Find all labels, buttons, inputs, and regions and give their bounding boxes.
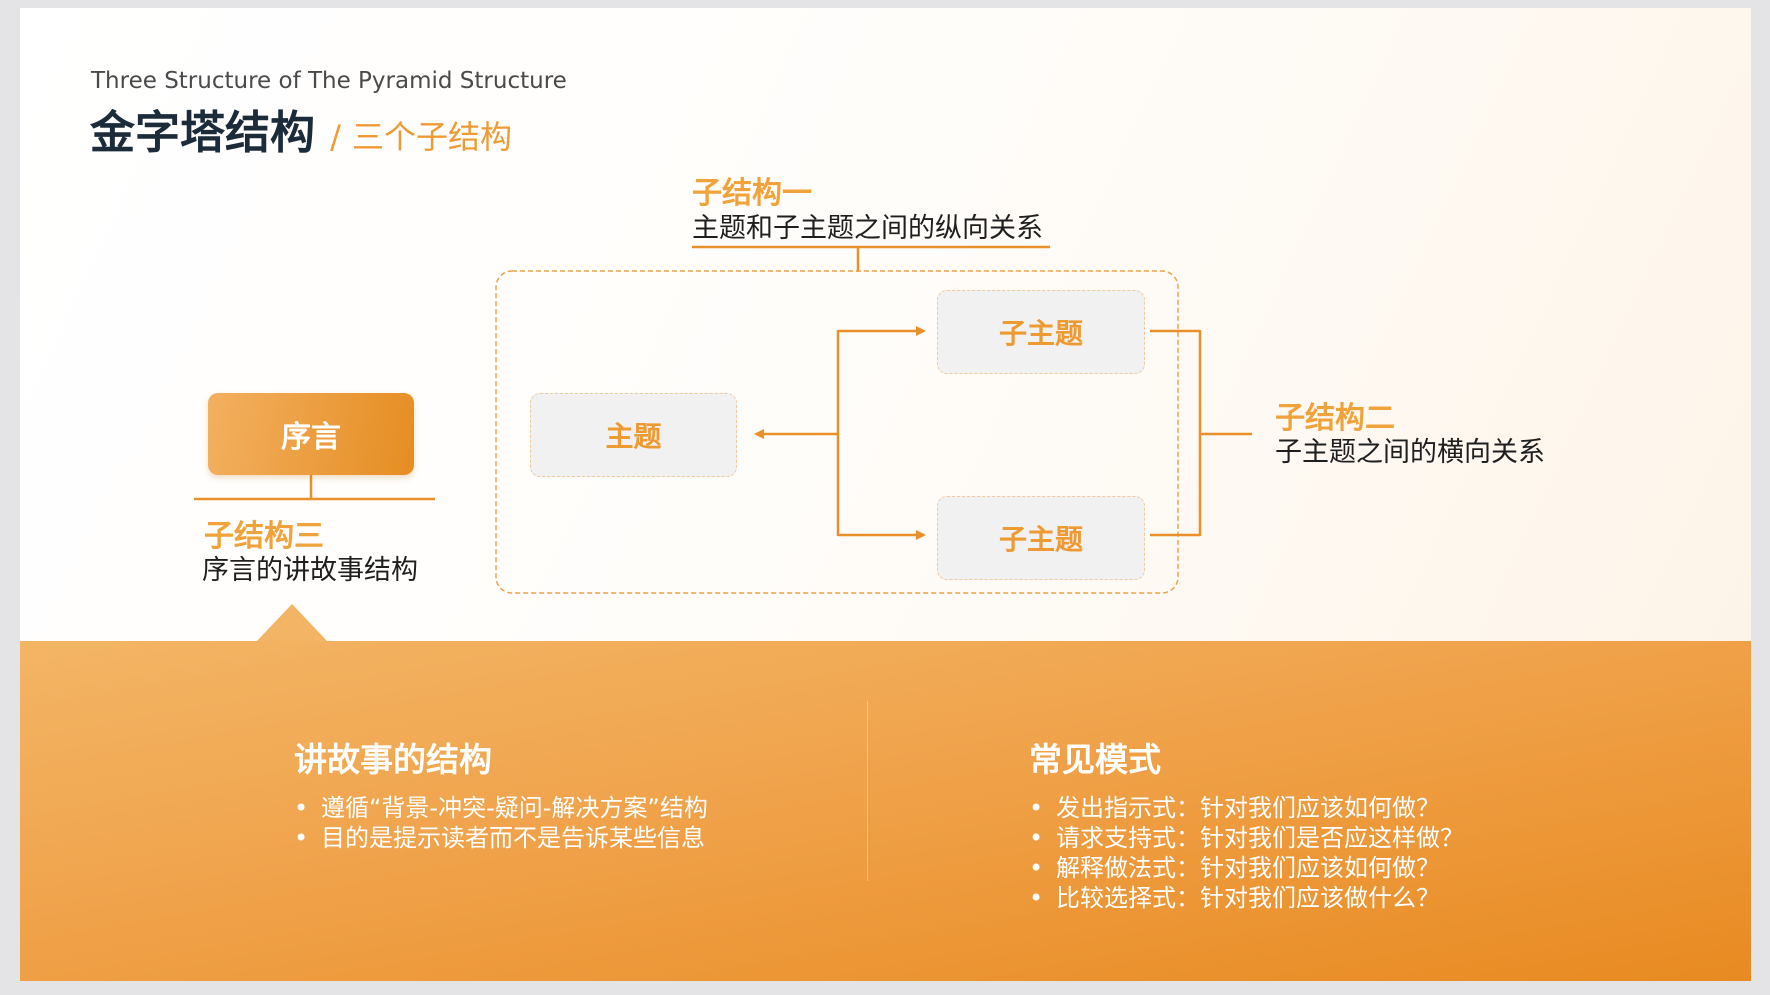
vertical-structure-frame xyxy=(495,270,1179,594)
sub3-heading: 子结构三 xyxy=(204,519,324,554)
title-separator: / xyxy=(330,118,341,156)
pointer-notch xyxy=(256,604,328,642)
english-subtitle: Three Structure of The Pyramid Structure xyxy=(91,68,567,94)
sub2-description: 子主题之间的横向关系 xyxy=(1275,437,1545,468)
subtopic-box-top: 子主题 xyxy=(937,290,1145,374)
story-structure-list: 遵循“背景-冲突-疑问-解决方案”结构 目的是提示读者而不是告诉某些信息 xyxy=(294,793,708,853)
list-item: 请求支持式：针对我们是否应这样做？ xyxy=(1029,823,1464,853)
list-item: 发出指示式：针对我们应该如何做？ xyxy=(1029,793,1464,823)
title-row: 金字塔结构 / 三个子结构 xyxy=(90,96,512,161)
list-item: 遵循“背景-冲突-疑问-解决方案”结构 xyxy=(294,793,708,823)
preface-box: 序言 xyxy=(208,393,414,475)
list-item: 解释做法式：针对我们应该如何做？ xyxy=(1029,853,1464,883)
main-topic-box: 主题 xyxy=(530,393,737,477)
common-patterns-list: 发出指示式：针对我们应该如何做？ 请求支持式：针对我们是否应这样做？ 解释做法式… xyxy=(1029,793,1464,913)
bottom-panel: 讲故事的结构 遵循“背景-冲突-疑问-解决方案”结构 目的是提示读者而不是告诉某… xyxy=(20,641,1751,981)
sub1-description: 主题和子主题之间的纵向关系 xyxy=(692,213,1043,244)
page-title: 金字塔结构 xyxy=(90,106,316,159)
slide: Three Structure of The Pyramid Structure… xyxy=(20,8,1751,981)
sub3-description: 序言的讲故事结构 xyxy=(202,555,418,586)
list-item: 目的是提示读者而不是告诉某些信息 xyxy=(294,823,708,853)
subtopic-box-bottom: 子主题 xyxy=(937,496,1145,580)
column-divider xyxy=(867,701,868,881)
story-structure-title: 讲故事的结构 xyxy=(294,740,492,779)
common-patterns-title: 常见模式 xyxy=(1029,740,1161,779)
list-item: 比较选择式：针对我们应该做什么？ xyxy=(1029,883,1464,913)
sub1-heading: 子结构一 xyxy=(692,176,812,211)
sub2-heading: 子结构二 xyxy=(1275,401,1395,436)
page-subtitle: 三个子结构 xyxy=(351,118,512,156)
diagram-connectors xyxy=(194,245,1252,594)
